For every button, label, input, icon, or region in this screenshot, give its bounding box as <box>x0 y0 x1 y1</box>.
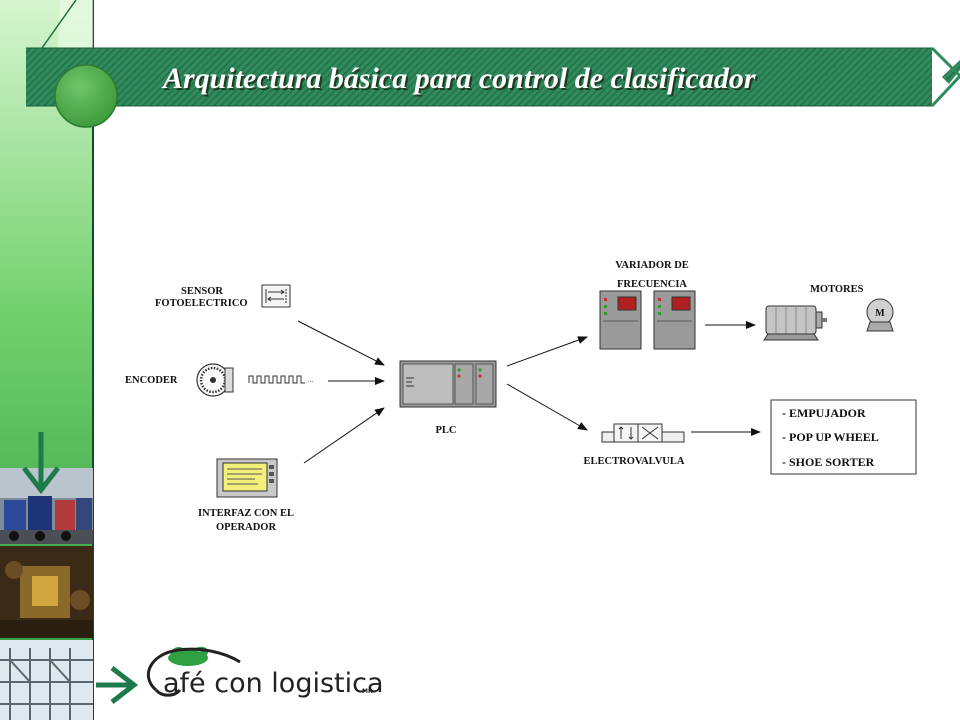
solenoid-valve-icon <box>601 423 685 443</box>
decorative-circle <box>54 64 118 128</box>
sidebar-photo-trucks <box>0 468 93 544</box>
vfd-label-line1: VARIADOR DE <box>615 260 689 271</box>
plc-icon <box>399 360 497 408</box>
plc-label: PLC <box>436 425 457 436</box>
electrovalve-node: ELECTROVALVULA <box>584 423 685 467</box>
encoder-label: ENCODER <box>125 375 178 386</box>
coffee-cup-logo-icon <box>146 646 241 697</box>
actuator-item-1: - EMPUJADOR <box>782 406 866 420</box>
motor-icon <box>763 305 827 341</box>
valve-label: ELECTROVALVULA <box>584 456 685 467</box>
sensor-label-line2: FOTOELECTRICO <box>155 298 248 309</box>
title-band: Arquitectura básica para control de clas… <box>26 46 960 108</box>
motor-symbol-text: M <box>875 308 885 319</box>
motors-label: MOTORES <box>810 284 864 295</box>
input-arrows <box>297 320 385 464</box>
vfd-drive-icon <box>599 290 696 350</box>
motor-symbol-icon: M <box>866 298 894 332</box>
down-arrow-icon <box>22 432 60 495</box>
hmi-panel-icon <box>216 458 278 498</box>
page-title-shadow: Arquitectura básica para control de clas… <box>163 64 758 97</box>
interface-label-line2: OPERADOR <box>216 522 277 533</box>
vfd-label-line2: FRECUENCIA <box>617 279 687 290</box>
motors-node: MOTORES M <box>763 284 894 341</box>
encoder-node: ENCODER ... <box>125 363 314 397</box>
operator-interface-node: INTERFAZ CON EL OPERADOR <box>198 458 294 533</box>
actuator-item-2: - POP UP WHEEL <box>782 430 879 444</box>
pulse-signal-icon <box>248 375 305 384</box>
sidebar-photo-machinery <box>0 546 93 638</box>
frequency-variator-node: VARIADOR DE FRECUENCIA <box>599 260 696 350</box>
encoder-icon <box>196 363 234 397</box>
actuator-item-3: - SHOE SORTER <box>782 455 875 469</box>
plc-node: PLC <box>399 360 497 436</box>
actuators-list: - EMPUJADOR - POP UP WHEEL - SHOE SORTER <box>770 399 917 475</box>
sidebar-photo-scaffold <box>0 640 93 720</box>
photoelectric-sensor-icon <box>261 284 291 308</box>
interface-label-line1: INTERFAZ CON EL <box>198 508 294 519</box>
cafe-con-logistica-logo: afé con logistica MR <box>146 646 384 699</box>
output-arrows <box>506 336 588 431</box>
right-arrow-icon <box>96 666 139 704</box>
sensor-node: SENSOR FOTOELECTRICO <box>155 284 291 309</box>
sensor-label-line1: SENSOR <box>181 286 223 297</box>
logo-mark: MR <box>362 688 373 695</box>
logo-text: afé con logistica <box>163 668 384 699</box>
svg-text:...: ... <box>307 376 314 384</box>
page-title: Arquitectura básica para control de clas… <box>161 62 756 95</box>
